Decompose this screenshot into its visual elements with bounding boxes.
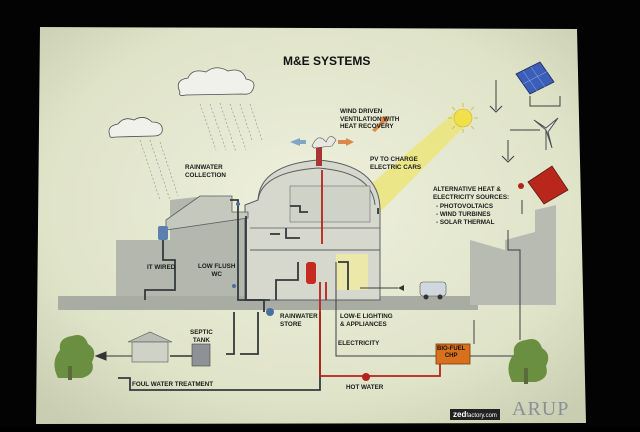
alt-item-solar-thermal: - SOLAR THERMAL <box>436 219 494 227</box>
low-e-lighting-label: LOW-E LIGHTING & APPLIANCES <box>340 313 393 328</box>
chp-label: BIO-FUEL CHP <box>437 346 465 360</box>
pv-cars-label: PV TO CHARGE ELECTRIC CARS <box>370 156 421 171</box>
logo-suffix: factory.com <box>466 413 497 419</box>
zedfactory-logo: zedfactory.com <box>450 409 500 420</box>
alt-item-wind-turbines: - WIND TURBINES <box>436 211 491 219</box>
slide-title: M&E SYSTEMS <box>283 54 370 68</box>
thermal-valve <box>518 183 524 189</box>
electricity-label: ELECTRICITY <box>338 340 379 348</box>
rain-tank-icon <box>158 226 168 240</box>
alt-item-photovoltaics: - PHOTOVOLTAICS <box>436 203 493 211</box>
hot-water-valve <box>362 373 370 381</box>
low-flush-label: LOW FLUSH WC <box>198 263 235 278</box>
wind-ventilation-label: WIND DRIVEN VENTILATION WITH HEAT RECOVE… <box>340 108 399 131</box>
alternative-sources-label: ALTERNATIVE HEAT & ELECTRICITY SOURCES: <box>433 186 509 201</box>
foul-water-label: FOUL WATER TREATMENT <box>132 381 213 389</box>
rainwater-store-label: RAINWATER STORE <box>280 313 318 328</box>
hot-water-label: HOT WATER <box>346 384 383 392</box>
arup-brand: ARUP <box>512 398 569 421</box>
logo-prefix: zed <box>453 410 466 419</box>
septic-tank-icon <box>192 344 210 366</box>
boiler-icon <box>306 262 316 284</box>
rainwater-collection-label: RAINWATER COLLECTION <box>185 164 226 179</box>
septic-tank-label: SEPTIC TANK <box>190 329 213 344</box>
it-wired-label: IT WIRED <box>147 264 175 272</box>
